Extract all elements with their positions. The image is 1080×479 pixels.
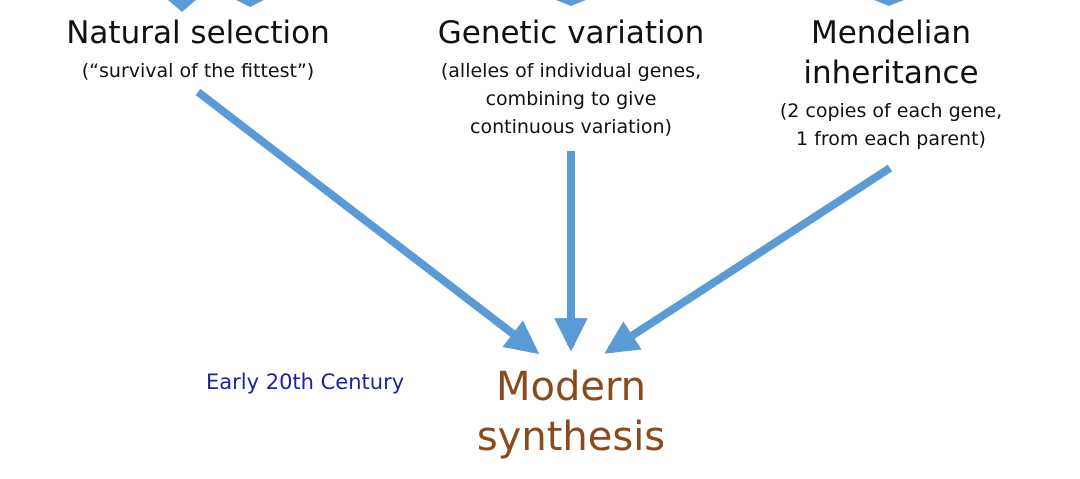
node-mendelian-inheritance: Mendelian inheritance (2 copies of each …	[760, 13, 1022, 153]
arrow-selection-to-synthesis	[195, 88, 540, 355]
subtitle-line: 1 from each parent)	[796, 128, 986, 150]
title-line: inheritance	[803, 55, 979, 91]
arrow-mendel-to-synthesis	[604, 164, 893, 354]
top-arrowhead-right	[874, 0, 904, 6]
top-arrowhead-left-a	[168, 0, 196, 12]
node-modern-synthesis: Modern synthesis	[440, 362, 702, 462]
title-line: Mendelian	[810, 15, 972, 51]
top-arrowhead-left-b	[236, 0, 264, 7]
era-label: Early 20th Century	[206, 370, 405, 394]
result-line: Modern	[495, 364, 647, 410]
node-subtitle: (2 copies of each gene, 1 from each pare…	[760, 97, 1022, 153]
node-title: Natural selection	[66, 15, 330, 51]
subtitle-line: (alleles of individual genes,	[440, 60, 702, 82]
node-title: Genetic variation	[437, 15, 705, 51]
node-subtitle: (alleles of individual genes, combining …	[410, 57, 732, 141]
node-natural-selection: Natural selection (“survival of the fitt…	[48, 13, 348, 85]
node-genetic-variation: Genetic variation (alleles of individual…	[410, 13, 732, 141]
result-line: synthesis	[476, 414, 666, 460]
subtitle-line: combining to give	[485, 88, 657, 110]
node-subtitle: (“survival of the fittest”)	[81, 60, 315, 82]
node-title: Mendelian inheritance	[760, 13, 1022, 93]
subtitle-line: continuous variation)	[470, 116, 672, 138]
subtitle-line: (2 copies of each gene,	[779, 100, 1003, 122]
top-arrowhead-center	[556, 0, 586, 6]
